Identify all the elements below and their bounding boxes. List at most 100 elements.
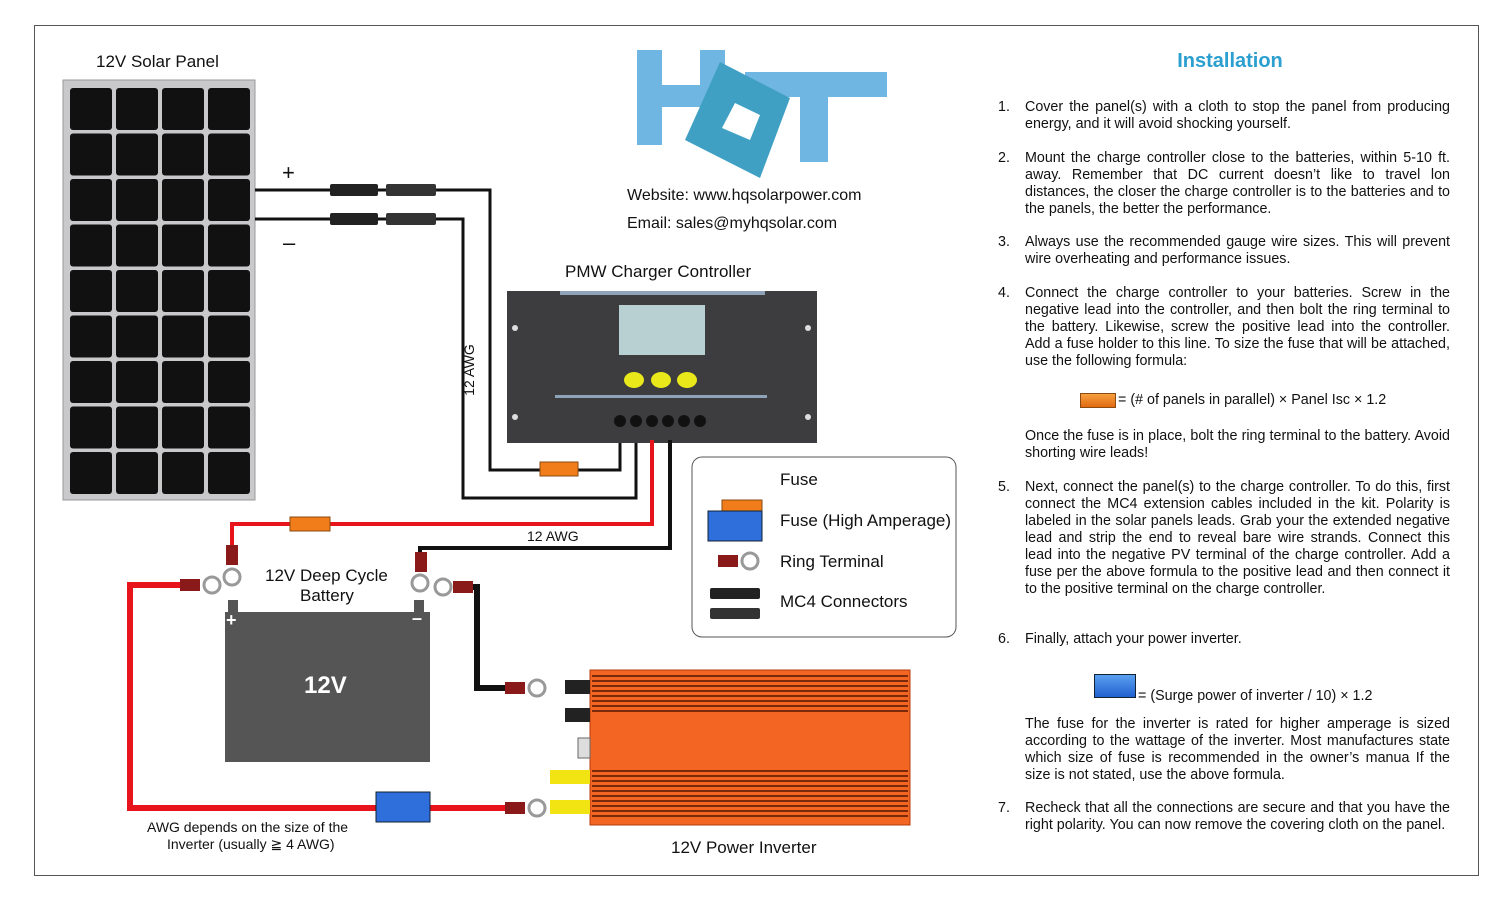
step-text: Finally, attach your power inverter. xyxy=(1025,631,1242,647)
solar-cell xyxy=(116,270,158,312)
step-text: Recheck that all the connections are sec… xyxy=(1025,800,1450,833)
battery-voltage: 12V xyxy=(304,672,347,699)
solar-cell xyxy=(70,361,112,403)
frame-border xyxy=(34,25,1479,876)
awg-note-line1: AWG depends on the size of the xyxy=(147,819,349,835)
step-number: 2. xyxy=(998,150,1010,166)
ring-terminal-icon xyxy=(180,545,547,818)
step-5: 5. Next, connect the panel(s) to the char… xyxy=(995,479,1450,598)
inverter-fuse-icon xyxy=(375,791,431,823)
battery-plus: + xyxy=(226,610,237,630)
inverter-fin xyxy=(592,795,908,797)
solar-cell xyxy=(116,452,158,494)
awg-note-line2: Inverter (usually ≧ 4 AWG) xyxy=(167,836,335,852)
battery-minus: – xyxy=(412,608,423,628)
solar-cell xyxy=(162,315,204,358)
solar-cell xyxy=(208,315,250,358)
note-text: The fuse for the inverter is rated for h… xyxy=(1025,716,1450,783)
solar-cell xyxy=(70,452,112,494)
solar-cell xyxy=(208,224,250,267)
controller-terminal xyxy=(630,415,642,427)
solar-cell xyxy=(116,315,158,358)
step-text: Connect the charge controller to your ba… xyxy=(1025,285,1450,369)
power-inverter xyxy=(550,669,911,826)
inverter-fin xyxy=(592,675,908,677)
step-number: 4. xyxy=(998,285,1010,301)
step-text: Always use the recommended gauge wire si… xyxy=(1025,234,1450,267)
legend-ring-terminal: Ring Terminal xyxy=(780,552,884,571)
solar-cell xyxy=(162,270,204,312)
legend-fuse: Fuse xyxy=(780,470,818,489)
legend xyxy=(691,456,957,638)
inverter-fin xyxy=(592,780,908,782)
inverter-fin xyxy=(592,800,908,802)
charge-controller xyxy=(507,291,817,443)
inverter-label: 12V Power Inverter xyxy=(671,838,817,857)
step-number: 5. xyxy=(998,479,1010,495)
step-4: 4. Connect the charge controller to your … xyxy=(995,285,1450,370)
positive-sign: + xyxy=(282,160,295,185)
note-1: Once the fuse is in place, bolt the ring… xyxy=(995,428,1450,462)
website-text: Website: www.hqsolarpower.com xyxy=(627,187,862,204)
solar-cell xyxy=(208,179,250,221)
fuse-high-amperage-icon xyxy=(1094,674,1136,698)
step-text: Cover the panel(s) with a cloth to stop … xyxy=(1025,99,1450,132)
email-text: Email: sales@myhqsolar.com xyxy=(627,215,838,232)
solar-cell xyxy=(208,133,250,176)
solar-cell xyxy=(162,88,204,130)
step-1: 1.Cover the panel(s) with a cloth to sto… xyxy=(995,99,1450,133)
step-2: 2. Mount the charge controller close to t… xyxy=(995,150,1450,218)
solar-cell xyxy=(208,270,250,312)
note-2: The fuse for the inverter is rated for h… xyxy=(995,716,1450,784)
step-text: Mount the charge controller close to the… xyxy=(1025,150,1450,217)
formula-text: = (Surge power of inverter / 10) × 1.2 xyxy=(1138,688,1373,704)
installation-title: Installation xyxy=(1177,50,1283,72)
solar-panel-label: 12V Solar Panel xyxy=(96,52,219,71)
inverter-fuse-formula: = (Surge power of inverter / 10) × 1.2 xyxy=(1094,668,1372,704)
controller-terminal xyxy=(662,415,674,427)
solar-cell xyxy=(70,224,112,267)
inverter-fin xyxy=(592,710,908,712)
formula-text: = (# of panels in parallel) × Panel Isc … xyxy=(1118,392,1387,408)
inverter-fin xyxy=(592,775,908,777)
inverter-fin xyxy=(592,680,908,682)
battery-label-line1: 12V Deep Cycle xyxy=(265,566,388,585)
solar-cell xyxy=(116,361,158,403)
inverter-fin xyxy=(592,770,908,772)
solar-cell xyxy=(162,179,204,221)
battery-label-line2: Battery xyxy=(300,586,354,605)
solar-cell xyxy=(162,224,204,267)
inverter-fin xyxy=(592,815,908,817)
solar-cell xyxy=(162,452,204,494)
inverter-fin xyxy=(592,785,908,787)
solar-cell xyxy=(116,133,158,176)
solar-cell xyxy=(70,179,112,221)
step-text: Next, connect the panel(s) to the charge… xyxy=(1025,479,1450,597)
step-number: 3. xyxy=(998,234,1010,250)
solar-cell xyxy=(162,133,204,176)
wire-gauge-horizontal: 12 AWG xyxy=(527,528,579,544)
legend-fuse-high: Fuse (High Amperage) xyxy=(780,511,952,530)
solar-cell xyxy=(208,361,250,403)
controller-terminal xyxy=(646,415,658,427)
solar-cell xyxy=(116,179,158,221)
solar-cell xyxy=(208,406,250,449)
step-3: 3. Always use the recommended gauge wire … xyxy=(995,234,1450,268)
solar-cell xyxy=(162,361,204,403)
solar-cell xyxy=(70,133,112,176)
step-6: 6.Finally, attach your power inverter. xyxy=(995,631,1450,648)
inverter-fin xyxy=(592,685,908,687)
battery xyxy=(225,600,430,762)
solar-cell xyxy=(70,88,112,130)
inverter-fin xyxy=(592,810,908,812)
inverter-fin xyxy=(592,690,908,692)
step-number: 7. xyxy=(998,800,1010,816)
solar-panel xyxy=(62,79,256,501)
solar-cell xyxy=(208,452,250,494)
controller-terminal xyxy=(678,415,690,427)
fuse-formula: = (# of panels in parallel) × Panel Isc … xyxy=(1080,392,1386,408)
solar-cell xyxy=(116,88,158,130)
controller-label: PMW Charger Controller xyxy=(565,262,752,281)
negative-sign: – xyxy=(283,230,296,255)
solar-cell xyxy=(70,406,112,449)
